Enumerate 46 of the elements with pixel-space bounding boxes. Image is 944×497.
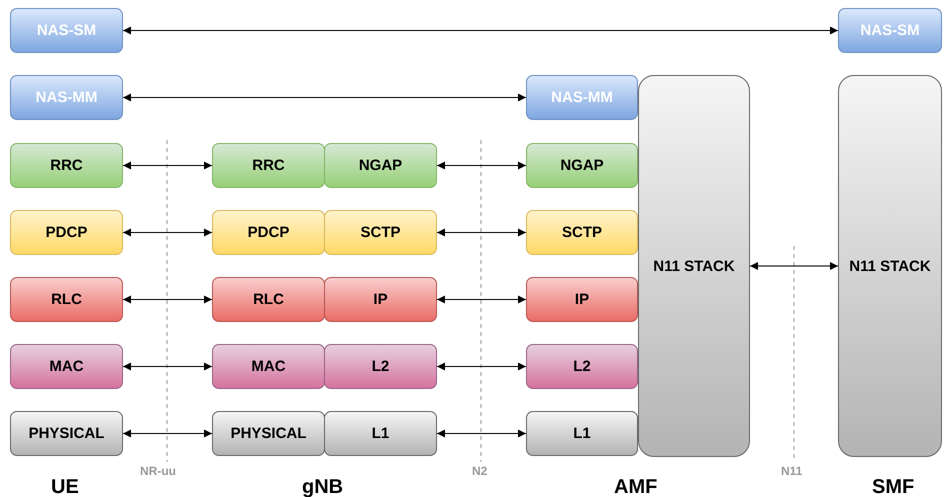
protocol-layer-box: MAC <box>212 344 325 389</box>
protocol-layer-box: RLC <box>10 277 123 322</box>
arrow <box>122 162 212 170</box>
protocol-layer-box: RRC <box>212 143 325 188</box>
protocol-layer-box: L1 <box>526 411 638 456</box>
protocol-layer-box: NGAP <box>526 143 638 188</box>
interface-label: N2 <box>472 464 488 478</box>
arrow <box>122 228 212 236</box>
arrow <box>436 228 526 236</box>
arrow <box>122 26 838 34</box>
arrow <box>122 362 212 370</box>
entity-label: AMF <box>614 476 658 497</box>
protocol-layer-box: NAS-SM <box>10 8 123 53</box>
protocol-layer-box: PHYSICAL <box>212 411 325 456</box>
protocol-layer-box: SCTP <box>526 210 638 255</box>
arrow <box>122 94 526 102</box>
protocol-layer-box: NAS-MM <box>526 75 638 120</box>
protocol-stack-box: N11 STACK <box>638 75 750 457</box>
arrow <box>436 362 526 370</box>
entity-label: SMF <box>872 476 914 497</box>
protocol-layer-box: IP <box>324 277 437 322</box>
protocol-layer-box: L2 <box>324 344 437 389</box>
protocol-layer-box: PDCP <box>212 210 325 255</box>
protocol-layer-box: MAC <box>10 344 123 389</box>
arrow <box>436 430 526 438</box>
protocol-layer-box: RLC <box>212 277 325 322</box>
protocol-layer-box: NGAP <box>324 143 437 188</box>
protocol-stack-box: N11 STACK <box>838 75 942 457</box>
protocol-layer-box: PHYSICAL <box>10 411 123 456</box>
protocol-layer-box: PDCP <box>10 210 123 255</box>
entity-label: gNB <box>302 476 344 497</box>
arrow <box>436 162 526 170</box>
arrow <box>122 430 212 438</box>
arrow <box>750 262 838 270</box>
arrow <box>122 296 212 304</box>
protocol-layer-box: L1 <box>324 411 437 456</box>
protocol-layer-box: SCTP <box>324 210 437 255</box>
interface-label: NR-uu <box>140 464 176 478</box>
protocol-layer-box: RRC <box>10 143 123 188</box>
protocol-layer-box: IP <box>526 277 638 322</box>
protocol-layer-box: L2 <box>526 344 638 389</box>
entity-label: UE <box>51 476 79 497</box>
protocol-layer-box: NAS-SM <box>838 8 942 53</box>
arrow <box>436 296 526 304</box>
protocol-layer-box: NAS-MM <box>10 75 123 120</box>
interface-label: N11 <box>781 464 802 478</box>
